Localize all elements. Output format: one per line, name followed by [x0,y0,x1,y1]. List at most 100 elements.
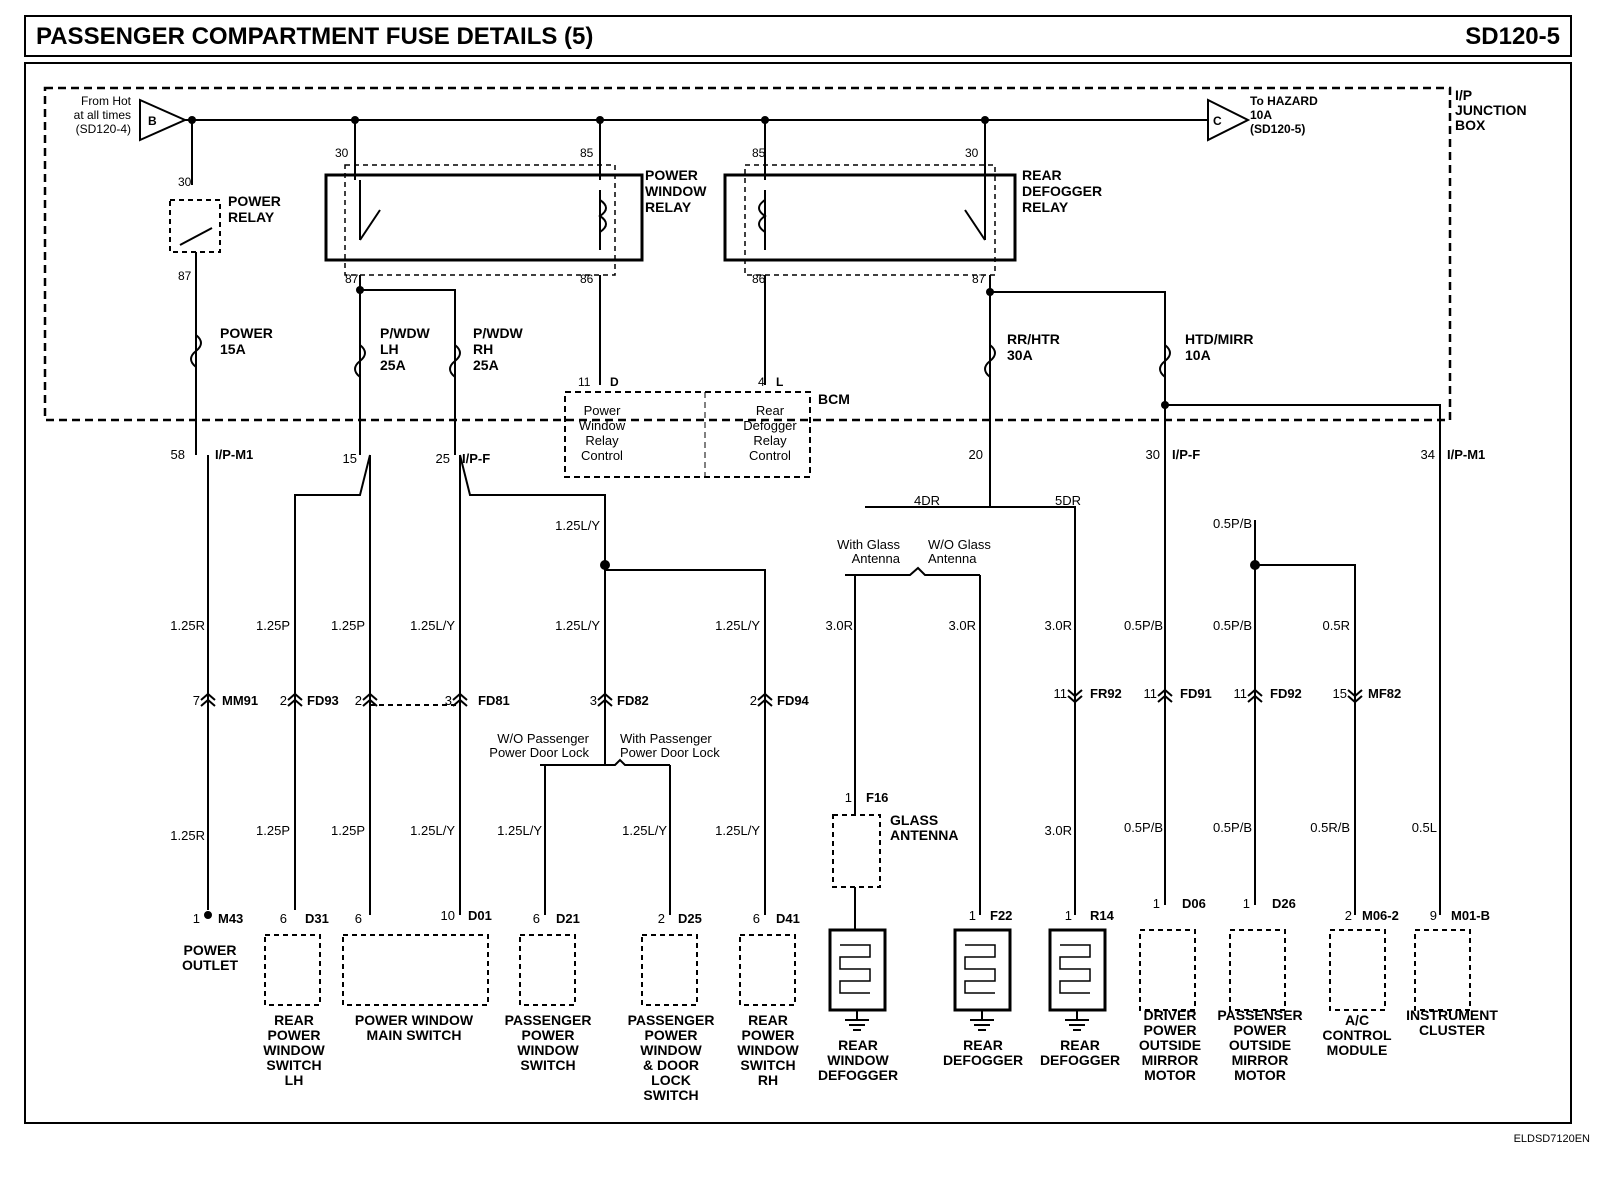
fuse-symbols [190,334,1171,378]
svg-text:1: 1 [1243,896,1250,911]
svg-text:30: 30 [178,175,192,189]
svg-text:With Passenger: With Passenger [620,731,712,746]
bcm-box [564,391,811,478]
svg-text:11: 11 [1054,686,1068,701]
svg-text:& DOOR: & DOOR [643,1057,699,1073]
svg-text:MIRROR: MIRROR [1232,1052,1289,1068]
svg-text:2: 2 [750,693,757,708]
svg-text:M06-2: M06-2 [1362,908,1399,923]
component-boxes [204,911,1471,1031]
diagram-frame [24,62,1572,1124]
page-title: PASSENGER COMPARTMENT FUSE DETAILS (5) [36,23,594,50]
branch-labels: 4DR 5DR With Glass Antenna W/O Glass Ant… [489,493,1081,760]
svg-text:POWER: POWER [268,1027,321,1043]
svg-text:3.0R: 3.0R [826,618,853,633]
svg-text:0.5P/B: 0.5P/B [1213,516,1252,531]
svg-text:DEFOGGER: DEFOGGER [1040,1052,1120,1068]
svg-text:MODULE: MODULE [1327,1042,1388,1058]
htd-fuse-wire [990,291,1166,455]
svg-text:To HAZARD: To HAZARD [1250,94,1318,108]
svg-text:1.25P: 1.25P [331,618,365,633]
svg-text:FD93: FD93 [307,693,339,708]
rear-pw-switch-rh-box [739,934,796,1006]
title-bar: PASSENGER COMPARTMENT FUSE DETAILS (5) S… [24,15,1572,57]
power-relay-contact [179,227,213,246]
svg-text:Defogger: Defogger [743,418,797,433]
svg-text:WINDOW: WINDOW [645,183,707,199]
svg-text:3.0R: 3.0R [1045,618,1072,633]
svg-text:0.5L: 0.5L [1412,820,1437,835]
svg-text:2: 2 [1345,908,1352,923]
svg-text:1.25P: 1.25P [256,823,290,838]
svg-text:1.25P: 1.25P [256,618,290,633]
svg-text:2: 2 [355,693,362,708]
svg-text:MOTOR: MOTOR [1144,1067,1196,1083]
svg-text:25A: 25A [380,357,406,373]
svg-text:34: 34 [1421,447,1435,462]
svg-text:WINDOW: WINDOW [827,1052,889,1068]
svg-text:D06: D06 [1182,896,1206,911]
svg-text:POWER: POWER [645,1027,698,1043]
svg-text:0.5R/B: 0.5R/B [1310,820,1350,835]
svg-text:WINDOW: WINDOW [517,1042,579,1058]
svg-text:6: 6 [280,911,287,926]
wire-labels-lower: 1.25R 1.25P 1.25P 1.25L/Y 1.25L/Y 1.25L/… [170,820,1437,843]
svg-text:25A: 25A [473,357,499,373]
svg-text:INSTRUMENT: INSTRUMENT [1406,1007,1498,1023]
source-c-connector [1207,98,1251,142]
svg-text:FD91: FD91 [1180,686,1212,701]
svg-text:A/C: A/C [1345,1012,1369,1028]
svg-text:OUTSIDE: OUTSIDE [1139,1037,1201,1053]
svg-text:1.25L/Y: 1.25L/Y [555,618,600,633]
svg-text:D26: D26 [1272,896,1296,911]
svg-text:REAR: REAR [748,1012,788,1028]
svg-text:Power Door Lock: Power Door Lock [620,745,720,760]
svg-text:87: 87 [972,272,986,286]
svg-text:10: 10 [441,908,455,923]
svg-text:HTD/MIRR: HTD/MIRR [1185,331,1253,347]
svg-text:POWER: POWER [1234,1022,1287,1038]
svg-text:POWER: POWER [228,193,281,209]
svg-text:1.25L/Y: 1.25L/Y [497,823,542,838]
svg-text:11: 11 [1234,686,1248,701]
pass-pw-switch-box [519,934,576,1006]
ac-module-box [1329,929,1386,1011]
pw-relay-coil [598,199,607,233]
svg-text:30: 30 [965,146,979,160]
svg-text:LH: LH [285,1072,304,1088]
svg-text:POWER: POWER [184,942,237,958]
svg-text:R14: R14 [1090,908,1115,923]
svg-text:RH: RH [758,1072,778,1088]
pass-pwdl-switch-box [641,934,698,1006]
svg-text:1.25L/Y: 1.25L/Y [410,823,455,838]
svg-text:DEFOGGER: DEFOGGER [818,1067,898,1083]
svg-text:11: 11 [578,375,591,389]
svg-text:With Glass: With Glass [837,537,900,552]
svg-text:P/WDW: P/WDW [380,325,431,341]
svg-text:POWER: POWER [220,325,273,341]
svg-text:Antenna: Antenna [852,551,901,566]
svg-text:DEFOGGER: DEFOGGER [943,1052,1023,1068]
svg-text:87: 87 [345,272,359,286]
svg-text:POWER: POWER [742,1027,795,1043]
svg-text:3.0R: 3.0R [1045,823,1072,838]
jb-connector-labels: 58 I/P-M1 15 25 I/P-F 20 30 I/P-F 34 I/P… [171,447,1486,466]
junction-box-outline [43,86,1452,422]
glass-antenna-box [832,814,881,888]
rear-window-defogger-box [828,928,887,1012]
svg-text:F22: F22 [990,908,1012,923]
svg-text:SWITCH: SWITCH [520,1057,575,1073]
svg-text:MIRROR: MIRROR [1142,1052,1199,1068]
source-b-letter: B [148,114,157,128]
svg-text:CLUSTER: CLUSTER [1419,1022,1485,1038]
svg-text:I/P-M1: I/P-M1 [215,447,253,462]
source-b-connector [139,98,188,142]
svg-text:25: 25 [436,451,450,466]
svg-text:85: 85 [580,146,594,160]
svg-text:WINDOW: WINDOW [737,1042,799,1058]
svg-text:Power: Power [584,403,622,418]
svg-text:Relay: Relay [585,433,619,448]
svg-text:MM91: MM91 [222,693,258,708]
svg-text:1.25P: 1.25P [331,823,365,838]
svg-text:POWER: POWER [522,1027,575,1043]
